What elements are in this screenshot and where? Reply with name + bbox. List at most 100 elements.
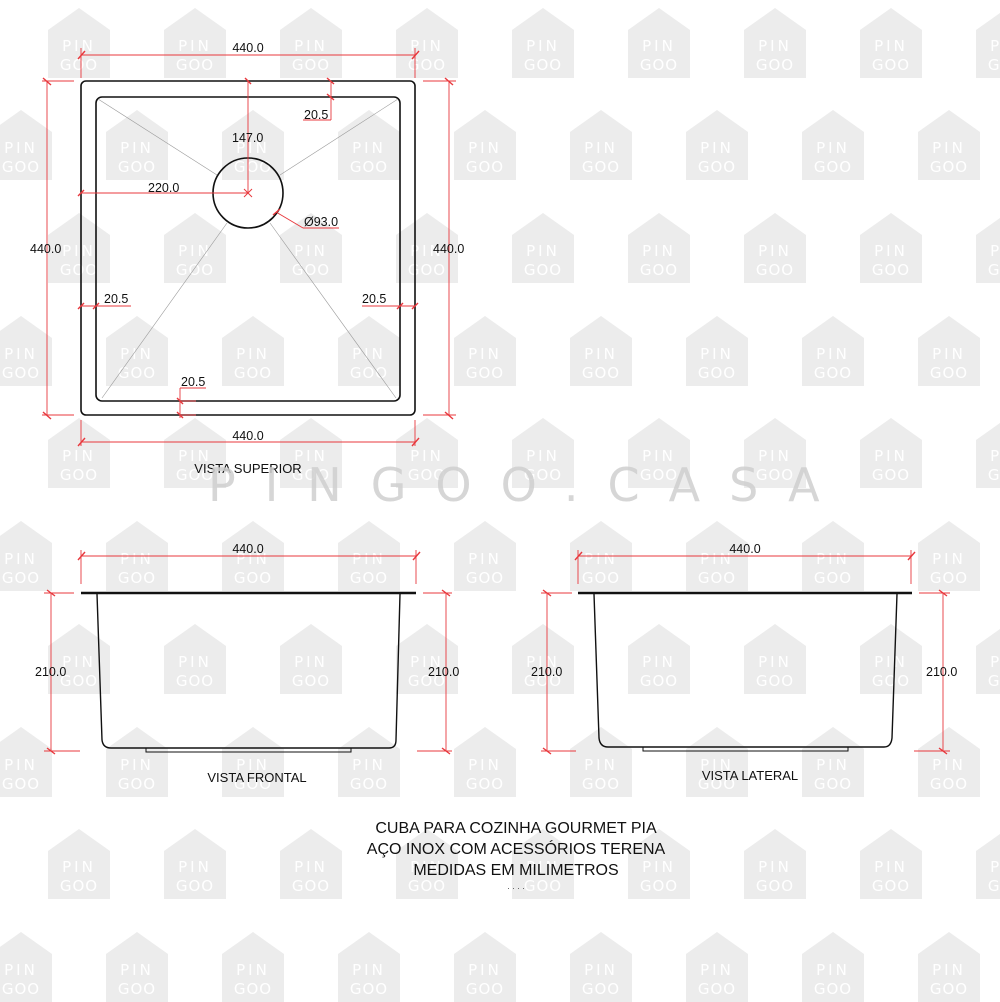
svg-text:PIN: PIN [178,447,212,465]
svg-text:PIN: PIN [352,756,386,774]
svg-text:GOO: GOO [60,261,98,279]
svg-text:PIN: PIN [816,139,850,157]
svg-text:PIN: PIN [758,447,792,465]
svg-text:GOO: GOO [408,672,446,690]
svg-text:GOO: GOO [466,980,504,998]
svg-text:PIN: PIN [874,653,908,671]
svg-text:GOO: GOO [930,775,968,793]
svg-text:GOO: GOO [756,877,794,895]
svg-text:GOO: GOO [466,569,504,587]
svg-text:GOO: GOO [350,158,388,176]
svg-text:PIN: PIN [410,858,444,876]
svg-text:GOO: GOO [176,466,214,484]
svg-text:PIN: PIN [468,345,502,363]
svg-text:GOO: GOO [814,364,852,382]
top-view: 440.0 440.0 440.0 440.0 147.0 220.0 Ø93.… [30,41,464,476]
left-height-label: 440.0 [30,242,61,256]
svg-text:PIN: PIN [352,961,386,979]
svg-text:PIN: PIN [62,858,96,876]
svg-text:PIN: PIN [526,858,560,876]
svg-text:PIN: PIN [294,653,328,671]
svg-text:GOO: GOO [408,56,446,74]
svg-text:PIN: PIN [874,858,908,876]
svg-text:PIN: PIN [526,37,560,55]
svg-text:GOO: GOO [640,261,678,279]
svg-text:GOO: GOO [408,877,446,895]
drain-from-top-label: 147.0 [232,131,263,145]
svg-text:GOO: GOO [524,466,562,484]
svg-text:GOO: GOO [118,364,156,382]
svg-text:PIN: PIN [642,653,676,671]
svg-text:GOO: GOO [524,56,562,74]
svg-text:PIN: PIN [410,37,444,55]
svg-text:PIN: PIN [700,550,734,568]
svg-text:PIN: PIN [932,961,966,979]
caption-line-3: MEDIDAS EM MILIMETROS [413,862,619,879]
svg-text:GOO: GOO [698,980,736,998]
svg-text:PIN: PIN [990,242,1000,260]
svg-text:GOO: GOO [408,261,446,279]
svg-text:GOO: GOO [872,466,910,484]
svg-text:GOO: GOO [292,466,330,484]
rim-right-label: 20.5 [362,292,386,306]
svg-text:GOO: GOO [466,364,504,382]
svg-text:PIN: PIN [62,447,96,465]
svg-text:GOO: GOO [988,261,1000,279]
caption-line-2: AÇO INOX COM ACESSÓRIOS TERENA [366,841,666,858]
svg-text:GOO: GOO [350,775,388,793]
svg-text:PIN: PIN [990,447,1000,465]
watermark-tile: PINGOO [976,624,1000,694]
svg-text:GOO: GOO [988,466,1000,484]
svg-text:PIN: PIN [410,653,444,671]
svg-text:GOO: GOO [698,569,736,587]
svg-text:GOO: GOO [234,158,272,176]
svg-text:GOO: GOO [582,775,620,793]
svg-text:PIN: PIN [700,961,734,979]
svg-text:PIN: PIN [120,345,154,363]
svg-text:GOO: GOO [234,364,272,382]
product-caption: CUBA PARA COZINHA GOURMET PIA AÇO INOX C… [330,818,702,891]
svg-text:GOO: GOO [582,980,620,998]
rim-top-label: 20.5 [304,108,328,122]
svg-text:PIN: PIN [236,345,270,363]
svg-text:PIN: PIN [468,961,502,979]
watermark-tile: PINGOO [976,8,1000,78]
svg-text:PIN: PIN [468,756,502,774]
svg-text:GOO: GOO [60,56,98,74]
svg-text:GOO: GOO [640,56,678,74]
svg-text:GOO: GOO [872,672,910,690]
svg-text:PIN: PIN [178,858,212,876]
svg-text:GOO: GOO [292,672,330,690]
svg-text:GOO: GOO [524,672,562,690]
svg-text:PIN: PIN [62,653,96,671]
svg-text:GOO: GOO [988,877,1000,895]
svg-text:PIN: PIN [816,345,850,363]
